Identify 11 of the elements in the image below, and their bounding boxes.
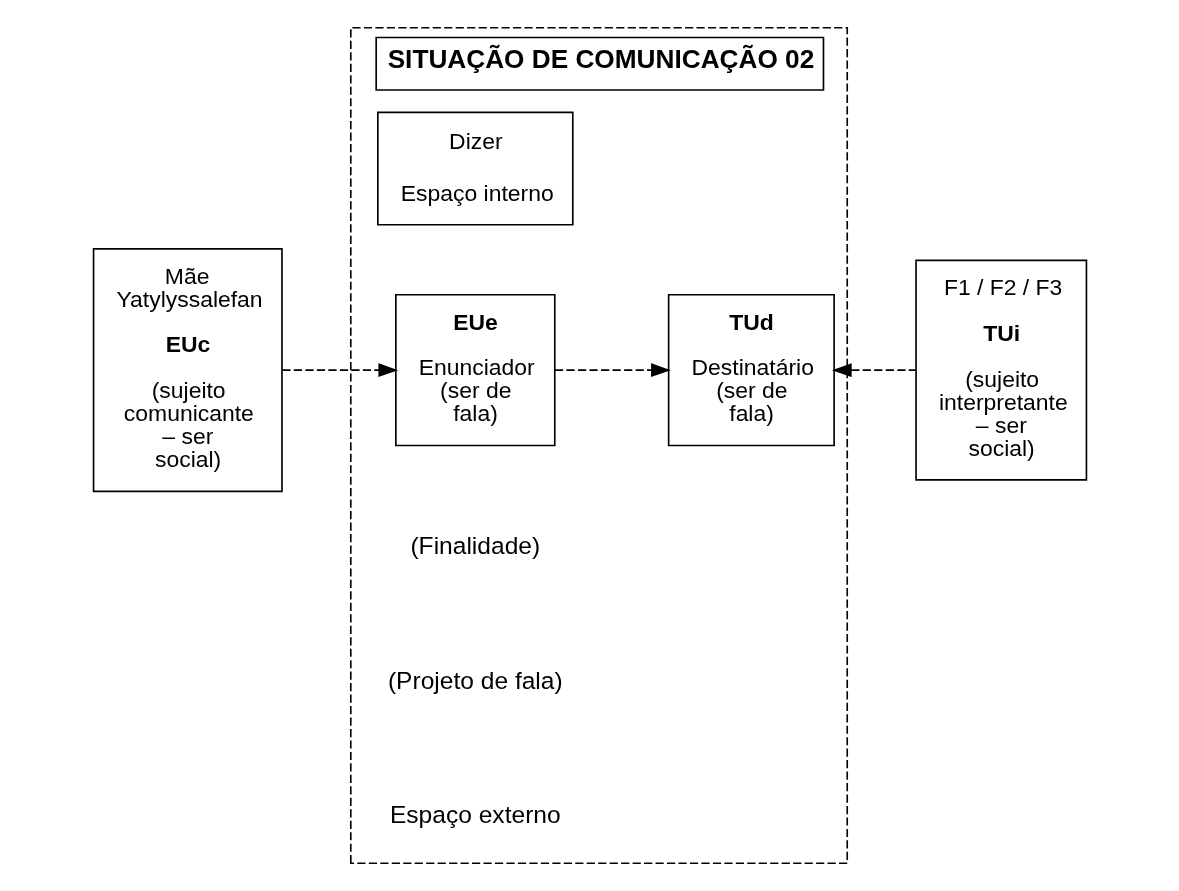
arrow (281, 363, 398, 378)
node-box: Dizer Espaço interno (376, 111, 574, 226)
node-box: F1 / F2 / F3 TUi (sujeito interpretante – ser social) (914, 259, 1087, 481)
node-box: TUd Destinatário (ser de fala) (667, 293, 835, 447)
label: Espaço externo (389, 801, 561, 829)
arrow (553, 363, 671, 378)
label: (Finalidade) (409, 532, 540, 560)
arrow (831, 363, 917, 378)
node-box: EUe Enunciador (ser de fala) (394, 293, 556, 447)
label: (Projeto de fala) (387, 666, 563, 694)
node-box: Mãe Yatylyssalefan EUc (sujeito comunicante – ser social) (92, 248, 283, 493)
